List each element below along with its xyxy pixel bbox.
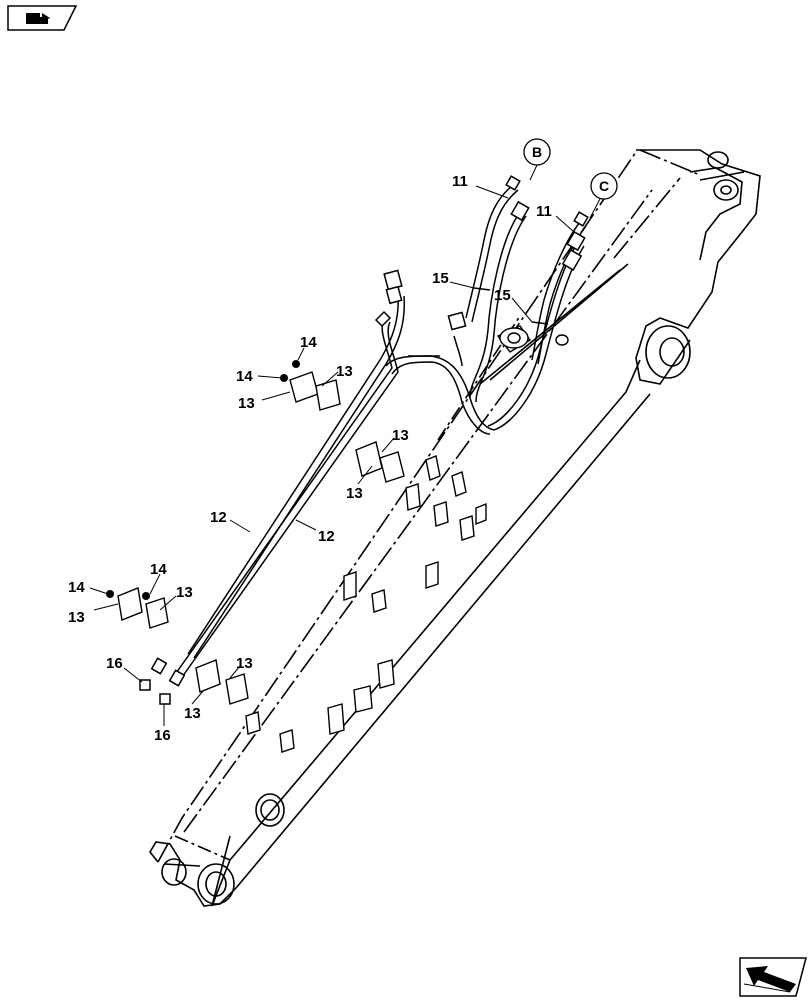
hoses-11 xyxy=(465,175,589,431)
label-14-a: 14 xyxy=(300,334,317,351)
pipes-12 xyxy=(139,269,495,705)
label-13-d: 13 xyxy=(346,485,363,502)
label-13-b: 13 xyxy=(238,395,255,412)
label-15-left: 15 xyxy=(432,270,449,287)
label-16-top: 16 xyxy=(106,655,123,672)
label-11-left: 11 xyxy=(452,173,468,190)
label-13-a: 13 xyxy=(336,363,353,380)
label-11-right: 11 xyxy=(536,203,552,220)
label-12-right: 12 xyxy=(318,528,335,545)
leader-lines xyxy=(89,164,602,726)
pipe-clamps-13 xyxy=(117,371,405,705)
label-14-c: 14 xyxy=(150,561,167,578)
boom-mount-brackets xyxy=(245,325,569,753)
label-13-e: 13 xyxy=(176,584,193,601)
boom-body xyxy=(149,149,761,907)
label-14-d: 14 xyxy=(68,579,85,596)
label-16-bottom: 16 xyxy=(154,727,171,744)
callout-labels: B C 11 11 15 15 14 14 13 13 13 13 12 12 … xyxy=(68,138,618,744)
label-13-g: 13 xyxy=(236,655,253,672)
label-13-h: 13 xyxy=(184,705,201,722)
label-13-f: 13 xyxy=(68,609,85,626)
book-page-icon[interactable] xyxy=(7,5,78,31)
label-13-c: 13 xyxy=(392,427,409,444)
next-page-arrow-icon[interactable] xyxy=(739,957,807,997)
bolts-14 xyxy=(106,360,300,600)
callout-c: C xyxy=(599,178,609,194)
label-14-b: 14 xyxy=(236,368,253,385)
callout-b: B xyxy=(532,144,542,160)
label-12-left: 12 xyxy=(210,509,227,526)
label-15-right: 15 xyxy=(494,287,511,304)
